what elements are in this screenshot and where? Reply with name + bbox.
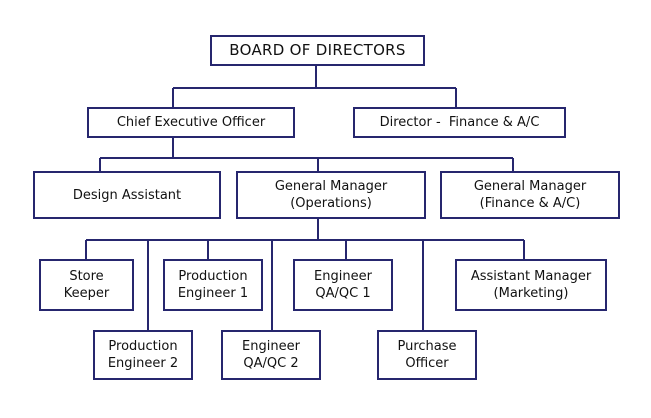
- node-label-line-2: (Finance & A/C): [479, 196, 581, 211]
- node-label-line-2: QA/QC 2: [243, 356, 299, 371]
- node-label-line-2: Officer: [405, 356, 449, 371]
- node-label-line-1: General Manager: [274, 179, 388, 194]
- node-label-line-1: Production: [108, 339, 178, 354]
- node-engineer-qaqc-2: Engineer QA/QC 2: [221, 330, 321, 380]
- node-label-line-1: Design Assistant: [72, 187, 182, 203]
- node-purchase-officer: Purchase Officer: [377, 330, 477, 380]
- node-label-line-1: General Manager: [473, 179, 587, 194]
- node-design-assistant: Design Assistant: [33, 171, 221, 219]
- node-gm-finance: General Manager (Finance & A/C): [440, 171, 620, 219]
- node-label-line-2: QA/QC 1: [315, 286, 371, 301]
- node-label-line-2: Engineer 1: [177, 286, 249, 301]
- node-label-line-1: Director - Finance & A/C: [379, 115, 540, 130]
- node-label-line-1: Engineer: [314, 269, 372, 284]
- node-label-line-2: Keeper: [63, 286, 110, 301]
- node-engineer-qaqc-1: Engineer QA/QC 1: [293, 259, 393, 311]
- node-label-line-2: Engineer 2: [107, 356, 179, 371]
- node-label-line-1: Chief Executive Officer: [116, 115, 266, 130]
- node-board-of-directors: BOARD OF DIRECTORS: [210, 35, 425, 66]
- node-label-line-2: (Marketing): [493, 286, 569, 301]
- node-label-line-1: BOARD OF DIRECTORS: [229, 41, 406, 59]
- node-label-line-1: Purchase: [397, 339, 457, 354]
- node-gm-operations: General Manager (Operations): [236, 171, 426, 219]
- node-label-line-2: (Operations): [290, 196, 372, 211]
- node-production-engineer-1: Production Engineer 1: [163, 259, 263, 311]
- node-assistant-manager: Assistant Manager (Marketing): [455, 259, 607, 311]
- node-director-finance: Director - Finance & A/C: [353, 107, 566, 138]
- node-production-engineer-2: Production Engineer 2: [93, 330, 193, 380]
- node-label-line-1: Production: [178, 269, 248, 284]
- node-label-line-1: Assistant Manager: [470, 269, 592, 284]
- node-label-line-1: Engineer: [242, 339, 300, 354]
- node-chief-executive-officer: Chief Executive Officer: [87, 107, 295, 138]
- node-store-keeper: Store Keeper: [39, 259, 134, 311]
- node-label-line-1: Store: [69, 269, 104, 284]
